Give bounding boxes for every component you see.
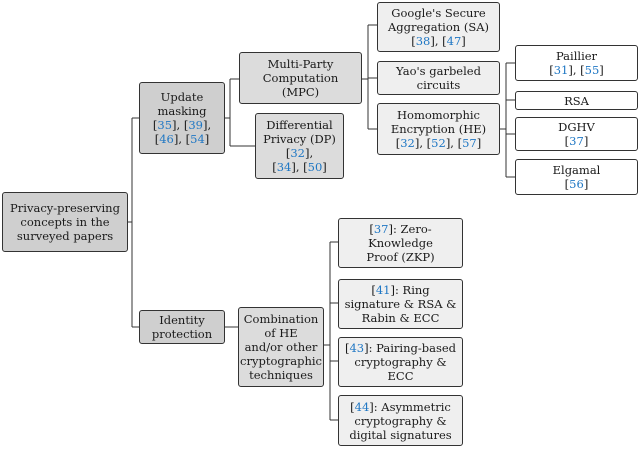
zkp-line-1: [37]: Zero- [369, 222, 432, 236]
update-masking-line-2: masking [157, 104, 207, 118]
pairing-line-3: ECC [387, 369, 414, 383]
pairing-line-2: cryptography & [354, 355, 447, 369]
citation-ref[interactable]: 52 [431, 136, 446, 150]
citation-ref[interactable]: 43 [349, 341, 365, 355]
dghv-node: DGHV [37] [515, 117, 638, 151]
citation-ref[interactable]: 31 [553, 63, 569, 77]
citation-ref[interactable]: 47 [446, 34, 462, 48]
combination-line-1: Combination [243, 312, 319, 326]
citation-ref[interactable]: 44 [354, 399, 370, 414]
mpc-node: Multi-Party Computation (MPC) [239, 52, 362, 104]
he-line-1: Homomorphic [397, 108, 480, 122]
pairing-lead: : Pairing-based [368, 341, 457, 355]
pairing-node: [43]: Pairing-based cryptography & ECC [338, 337, 463, 387]
edge-he-children [500, 62, 515, 178]
root-node: Privacy-preserving concepts in the surve… [2, 192, 128, 252]
dp-node: Differential Privacy (DP) [32], [34], [5… [255, 113, 344, 179]
update-masking-refs-2: [46], [54] [154, 132, 210, 146]
asym-lead: : Asymmetric [373, 399, 451, 414]
identity-protection-line-2: protection [151, 327, 213, 341]
zkp-node: [37]: Zero- Knowledge Proof (ZKP) [338, 218, 463, 268]
ring-node: [41]: Ring signature & RSA & Rabin & ECC [338, 279, 463, 329]
elgamal-refs: [56] [564, 177, 589, 191]
elgamal-line-1: Elgamal [552, 163, 601, 177]
ring-line-2: signature & RSA & [344, 297, 457, 311]
paillier-refs: [31], [55] [549, 63, 604, 77]
citation-ref[interactable]: 37 [569, 134, 584, 148]
zkp-line-2: Knowledge [368, 236, 433, 250]
combination-line-5: techniques [249, 368, 313, 382]
citation-ref[interactable]: 50 [307, 160, 323, 174]
identity-protection-line-1: Identity [159, 313, 205, 327]
paillier-node: Paillier [31], [55] [515, 45, 638, 81]
paillier-line-1: Paillier [555, 49, 598, 63]
google-sa-refs: [38], [47] [411, 34, 466, 48]
google-sa-node: Google's Secure Aggregation (SA) [38], [… [377, 2, 500, 52]
citation-ref[interactable]: 35 [157, 118, 173, 132]
mpc-line-2: Computation [262, 71, 339, 85]
citation-ref[interactable]: 41 [375, 283, 391, 297]
rsa-node: RSA [515, 91, 638, 110]
yao-line-2: circuits [416, 78, 461, 92]
dghv-line-1: DGHV [558, 120, 595, 134]
asym-line-2: cryptography & [354, 413, 447, 428]
identity-protection-node: Identity protection [139, 310, 225, 344]
root-line-2: concepts in the [20, 215, 110, 229]
update-masking-refs-1: [35], [39], [152, 118, 212, 132]
dp-line-1: Differential [266, 118, 333, 132]
citation-ref[interactable]: 39 [188, 118, 203, 132]
citation-ref[interactable]: 57 [462, 136, 477, 150]
he-node: Homomorphic Encryption (HE) [32], [52], … [377, 103, 500, 155]
asym-line-3: digital signatures [349, 427, 452, 442]
citation-ref[interactable]: 56 [569, 177, 584, 191]
combination-node: Combination of HE and/or other cryptogra… [238, 307, 324, 387]
he-line-2: Encryption (HE) [390, 122, 487, 136]
asym-line-1: [44]: Asymmetric [350, 399, 451, 414]
rsa-line-1: RSA [564, 93, 589, 108]
edge-combination-children [324, 241, 338, 421]
citation-ref[interactable]: 38 [415, 34, 431, 48]
mpc-line-3: (MPC) [281, 85, 320, 99]
root-line-3: surveyed papers [16, 229, 114, 243]
yao-line-1: Yao's garbeled [396, 64, 481, 78]
citation-ref[interactable]: 37 [373, 222, 389, 236]
ring-line-1: [41]: Ring [371, 283, 430, 297]
combination-line-3: and/or other [244, 340, 318, 354]
citation-ref[interactable]: 46 [159, 132, 174, 146]
citation-ref[interactable]: 32 [290, 146, 305, 160]
dp-refs-2: [34], [50] [272, 160, 327, 174]
citation-ref[interactable]: 54 [190, 132, 205, 146]
dp-line-2: Privacy (DP) [263, 132, 336, 146]
asym-node: [44]: Asymmetric cryptography & digital … [338, 395, 463, 446]
edge-root-children [128, 117, 139, 328]
citation-ref[interactable]: 55 [584, 63, 600, 77]
root-line-1: Privacy-preserving [10, 201, 120, 215]
google-sa-line-1: Google's Secure [391, 6, 486, 20]
google-sa-line-2: Aggregation (SA) [388, 20, 489, 34]
edge-update-masking-children [225, 78, 255, 147]
update-masking-line-1: Update [160, 90, 204, 104]
dp-refs-1: [32], [285, 146, 314, 160]
dghv-refs: [37] [564, 134, 589, 148]
citation-ref[interactable]: 34 [276, 160, 292, 174]
ring-lead: : Ring [395, 283, 430, 297]
combination-line-2: of HE [264, 326, 298, 340]
he-refs: [32], [52], [57] [395, 136, 482, 150]
citation-ref[interactable]: 32 [400, 136, 415, 150]
zkp-line-3: Proof (ZKP) [366, 250, 435, 264]
edge-mpc-children [362, 24, 377, 130]
zkp-lead: : Zero- [393, 222, 432, 236]
update-masking-node: Update masking [35], [39], [46], [54] [139, 82, 225, 154]
pairing-line-1: [43]: Pairing-based [344, 341, 457, 355]
ring-line-3: Rabin & ECC [361, 311, 440, 325]
combination-line-4: cryptographic [240, 354, 322, 368]
yao-node: Yao's garbeled circuits [377, 61, 500, 95]
elgamal-node: Elgamal [56] [515, 159, 638, 195]
mpc-line-1: Multi-Party [267, 57, 334, 71]
